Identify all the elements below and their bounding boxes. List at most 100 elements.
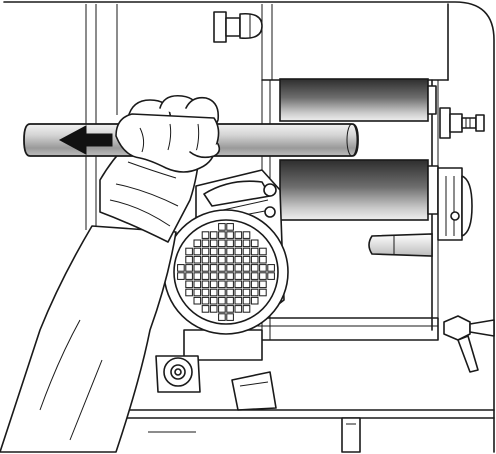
fan-grille-cell [201, 296, 210, 305]
fan-grille-cell [201, 288, 210, 297]
fan-grille-cell [193, 280, 202, 289]
lower-roller [279, 159, 439, 221]
fan-grille-cell [226, 272, 234, 280]
gear-block [437, 167, 473, 241]
fan-grille-cell [201, 231, 210, 239]
fan-grille-cell [242, 247, 251, 256]
fan-grille-cell [242, 272, 251, 280]
fan-grille-cell [177, 272, 185, 280]
fan-grille-cell [234, 288, 243, 297]
motor-fan-cover [163, 209, 289, 335]
fan-grille-cell [193, 264, 202, 272]
fan-grille-cell [193, 296, 202, 305]
arrow-left-icon [58, 125, 113, 155]
fan-grille-cell [242, 280, 251, 289]
fan-grille-cell [259, 264, 267, 272]
fan-grille-cell [234, 255, 243, 264]
fan-grille-cell [218, 223, 226, 231]
fan-grille-cell [242, 288, 251, 297]
fan-grille-cell [250, 247, 259, 256]
fan-grille-cell [218, 288, 226, 297]
fan-grille-cell [234, 239, 243, 248]
fan-grille-cell [259, 255, 267, 264]
fan-grille-cell [209, 231, 218, 239]
fan-grille-cell [185, 264, 193, 272]
fan-grid [177, 223, 275, 321]
fan-grille-cell [250, 288, 259, 297]
fan-grille-cell [250, 264, 259, 272]
fan-grille-cell [209, 264, 218, 272]
fan-grille-cell [209, 305, 218, 313]
fan-grille-cell [218, 239, 226, 248]
fan-grille-cell [218, 231, 226, 239]
fan-grille-cell [250, 239, 259, 248]
fan-grille-cell [185, 280, 193, 289]
base-rail [115, 409, 495, 453]
fan-grille-cell [177, 264, 185, 272]
bottom-lever [443, 315, 495, 373]
gloved-hand [115, 94, 221, 173]
fan-grille-cell [201, 239, 210, 248]
fan-grille-cell [234, 247, 243, 256]
fan-grille-cell [267, 272, 275, 280]
fan-grille-cell [226, 264, 234, 272]
fan-grille-cell [242, 255, 251, 264]
fan-grille-cell [226, 231, 234, 239]
fan-grille-cell [234, 296, 243, 305]
fan-grille-cell [242, 296, 251, 305]
fan-grille-cell [226, 296, 234, 305]
fan-grille-cell [234, 272, 243, 280]
fan-grille-cell [209, 288, 218, 297]
fan-grille-cell [209, 296, 218, 305]
fan-grille-cell [242, 305, 251, 313]
fan-grille-cell [201, 305, 210, 313]
fan-grille-cell [185, 247, 193, 256]
fan-grille-cell [226, 239, 234, 248]
fan-grille-cell [226, 280, 234, 289]
fan-grille-cell [209, 272, 218, 280]
fan-grille-cell [234, 231, 243, 239]
fan-grille-cell [209, 239, 218, 248]
fan-grille-cell [226, 247, 234, 256]
fan-grille-cell [242, 239, 251, 248]
fan-grille-cell [193, 239, 202, 248]
fan-grille-cell [218, 305, 226, 313]
fan-grille-cell [234, 264, 243, 272]
fan-grille-cell [185, 272, 193, 280]
fan-grille-cell [234, 305, 243, 313]
fan-grille-cell [201, 255, 210, 264]
fan-grille-cell [242, 231, 251, 239]
fan-grille-cell [209, 247, 218, 256]
fan-grille-cell [193, 255, 202, 264]
fan-grille-cell [242, 264, 251, 272]
fan-grille-cell [259, 288, 267, 297]
side-screw [439, 107, 485, 139]
fan-grille-cell [218, 255, 226, 264]
fan-grille-cell [218, 247, 226, 256]
fan-grille-cell [226, 288, 234, 297]
fan-grille-cell [259, 272, 267, 280]
fan-grille-cell [259, 280, 267, 289]
fan-grille-cell [267, 264, 275, 272]
fan-grille-cell [226, 255, 234, 264]
fan-grille-cell [218, 272, 226, 280]
upper-roller [279, 78, 437, 122]
fan-grille-cell [226, 305, 234, 313]
fan-grille-cell [218, 264, 226, 272]
fan-grille-cell [250, 255, 259, 264]
fan-grille-cell [201, 247, 210, 256]
fan-grille-cell [259, 247, 267, 256]
fan-grille-cell [250, 272, 259, 280]
drain-fitting [155, 355, 201, 393]
frame-outline [3, 1, 495, 453]
side-handle [368, 233, 433, 257]
fan-grille-cell [201, 272, 210, 280]
top-bolt [213, 11, 263, 43]
fan-grille-cell [185, 255, 193, 264]
fan-grille-cell [226, 313, 234, 321]
fan-grille-cell [218, 313, 226, 321]
fan-grille-cell [201, 264, 210, 272]
fan-grille-cell [218, 280, 226, 289]
